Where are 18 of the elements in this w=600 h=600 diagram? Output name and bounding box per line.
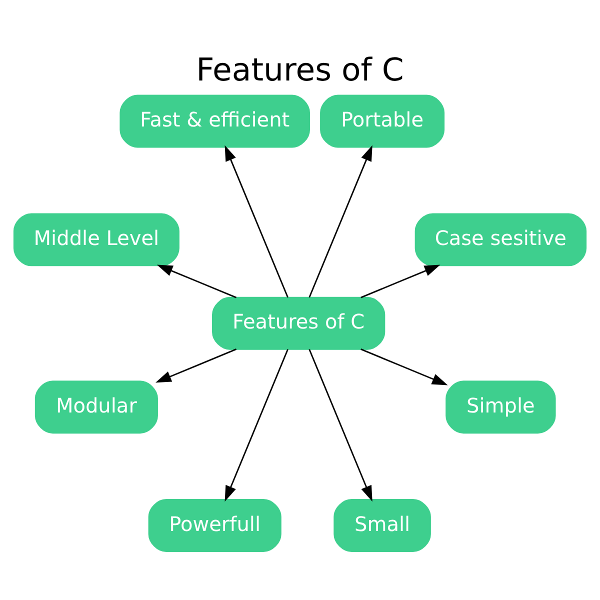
node-box: Small — [334, 498, 431, 552]
arrow — [156, 348, 237, 382]
diagram-title: Features of C — [196, 52, 404, 88]
node-box: Modular — [34, 380, 158, 434]
arrow — [156, 264, 237, 298]
arrow — [224, 348, 288, 502]
node-box: Case sesitive — [414, 212, 587, 266]
node-box: Powerfull — [148, 498, 282, 552]
arrow — [360, 264, 440, 298]
arrow — [360, 348, 448, 385]
node-box: Middle Level — [13, 212, 180, 266]
node-box: Fast & efficient — [120, 94, 310, 148]
node-box: Features of C — [212, 296, 386, 350]
node-box: Portable — [320, 94, 445, 148]
arrow — [308, 348, 372, 502]
node-box: Simple — [446, 380, 556, 434]
arrow — [224, 144, 288, 298]
arrow — [308, 144, 372, 298]
